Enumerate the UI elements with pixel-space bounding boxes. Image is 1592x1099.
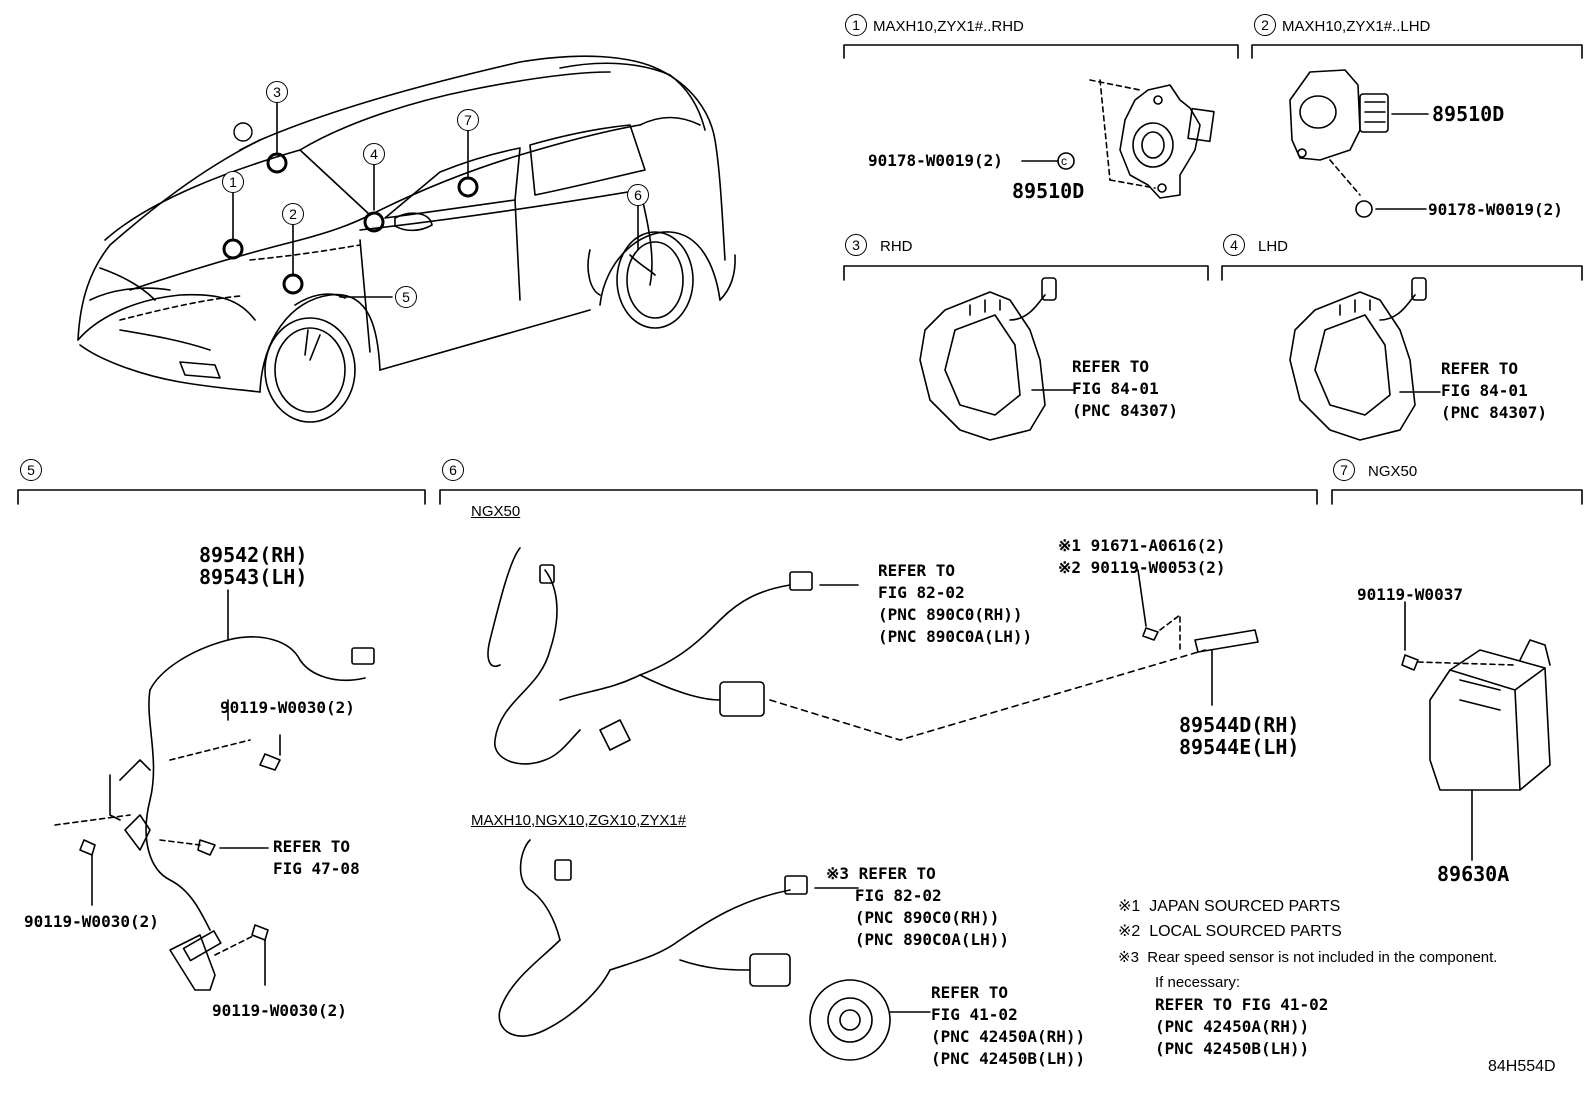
s5-part-number: 89542(RH) 89543(LH): [199, 543, 308, 589]
s1-bolt-label: 90178-W0019(2): [868, 151, 1003, 170]
s1-yaw-rate-sensor: [1021, 79, 1215, 199]
s5-reference: REFER TO FIG 47-08: [273, 837, 360, 878]
section-3-title: RHD: [880, 238, 913, 255]
section-4-title: LHD: [1258, 238, 1289, 255]
note-if-necessary: If necessary:: [1155, 974, 1241, 991]
section-1-number: 1: [845, 14, 867, 36]
callout-3: 3: [266, 81, 288, 103]
note-rear-speed-sensor: ※3 Rear speed sensor is not included in …: [1118, 949, 1498, 966]
s5-bolt-b: 90119-W0030(2): [24, 912, 159, 931]
callout-4: 4: [363, 143, 385, 165]
s6-reference-2: ※3 REFER TO FIG 82-02 (PNC 890C0(RH)) (P…: [826, 864, 1010, 949]
section-7-title: NGX50: [1368, 463, 1418, 480]
s5-front-speed-sensor: [54, 589, 375, 991]
s2-part-number: 89510D: [1432, 102, 1505, 126]
note-reference: REFER TO FIG 41-02 (PNC 42450A(RH)) (PNC…: [1155, 995, 1329, 1058]
s3-reference: REFER TO FIG 84-01 (PNC 84307): [1072, 357, 1178, 420]
callout-2: 2: [282, 203, 304, 225]
s4-reference: REFER TO FIG 84-01 (PNC 84307): [1441, 359, 1547, 422]
callout-7: 7: [457, 109, 479, 131]
s6-subsection-maxh10: MAXH10,NGX10,ZGX10,ZYX1#: [471, 812, 687, 829]
s3-spiral-cable: [919, 277, 1076, 441]
s6-subsection-ngx50: NGX50: [471, 503, 521, 520]
s2-bolt-label: 90178-W0019(2): [1428, 200, 1563, 219]
section-6-number: 6: [442, 459, 464, 481]
s7-ecu: [1401, 601, 1551, 861]
note-japan-sourced: ※1 JAPAN SOURCED PARTS: [1118, 898, 1341, 915]
s5-bolt-a: 90119-W0030(2): [220, 698, 355, 717]
illustration-code: 84H554D: [1488, 1058, 1556, 1075]
section-1-title: MAXH10,ZYX1#..RHD: [873, 18, 1024, 35]
s7-bolt-label: 90119-W0037: [1357, 585, 1463, 604]
s1-part-number: 89510D: [1012, 179, 1085, 203]
s6-bolt-note: ※1 91671-A0616(2) ※2 90119-W0053(2): [1058, 536, 1226, 577]
section-2-title: MAXH10,ZYX1#..LHD: [1282, 18, 1431, 35]
section-brackets: [17, 44, 1583, 505]
s6-rear-harness-ngx50: [487, 547, 1259, 765]
callout-6: 6: [627, 184, 649, 206]
s6-reference-3: REFER TO FIG 41-02 (PNC 42450A(RH)) (PNC…: [931, 983, 1086, 1068]
note-local-sourced: ※2 LOCAL SOURCED PARTS: [1118, 923, 1342, 940]
s2-yaw-rate-sensor: [1289, 69, 1429, 218]
section-3-number: 3: [845, 234, 867, 256]
s1-bolt-mark: c: [1061, 154, 1067, 168]
vehicle-illustration: [77, 55, 736, 423]
s6-reference-1: REFER TO FIG 82-02 (PNC 890C0(RH)) (PNC …: [878, 561, 1033, 646]
section-7-number: 7: [1333, 459, 1355, 481]
s4-spiral-cable: [1289, 277, 1441, 441]
section-5-number: 5: [20, 459, 42, 481]
s6-rear-harness-maxh10: [498, 839, 931, 1061]
s6-part-number: 89544D(RH) 89544E(LH): [1179, 713, 1300, 759]
s5-bolt-c: 90119-W0030(2): [212, 1001, 347, 1020]
section-4-number: 4: [1223, 234, 1245, 256]
section-2-number: 2: [1254, 14, 1276, 36]
callout-5: 5: [395, 286, 417, 308]
s7-part-number: 89630A: [1437, 862, 1510, 886]
callout-1: 1: [222, 171, 244, 193]
